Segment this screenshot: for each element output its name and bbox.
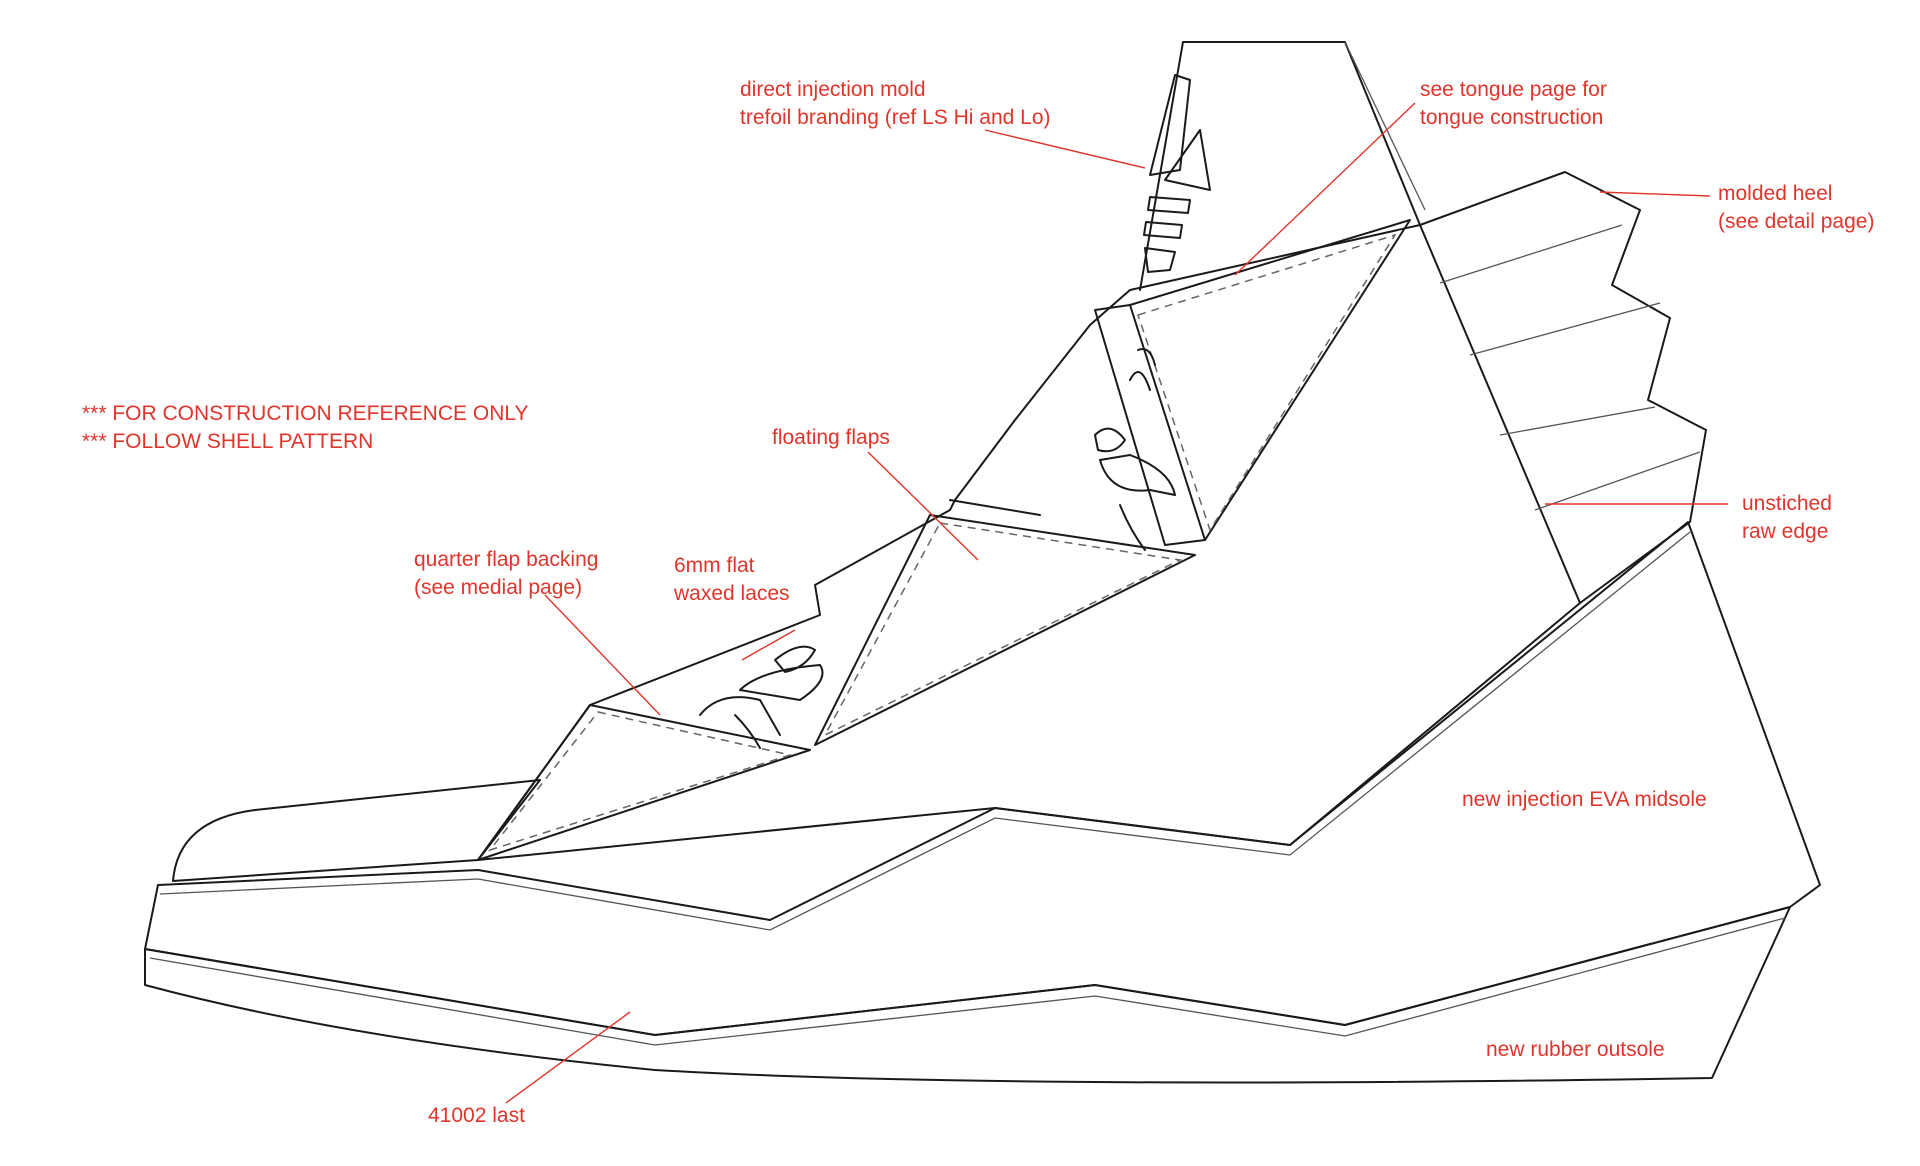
midsole	[144, 521, 1821, 1036]
floating-flap-middle	[814, 499, 1196, 746]
note-reference-only: *** FOR CONSTRUCTION REFERENCE ONLY	[82, 402, 529, 425]
callout-floating-flaps: floating flaps	[772, 424, 890, 452]
tongue	[1139, 41, 1426, 291]
callout-raw-edge-line2: raw edge	[1742, 520, 1829, 543]
callout-laces-line2: waxed laces	[674, 582, 790, 605]
callout-laces-line1: 6mm flat	[674, 554, 755, 577]
callout-direct-injection: direct injection mold trefoil branding (…	[740, 76, 1051, 132]
callout-quarter-flap-line1: quarter flap backing	[414, 548, 599, 571]
callout-direct-injection-line1: direct injection mold	[740, 78, 926, 101]
leader-lines	[505, 102, 1728, 1104]
callout-direct-injection-line2: trefoil branding (ref LS Hi and Lo)	[740, 106, 1051, 129]
callout-laces: 6mm flat waxed laces	[674, 552, 790, 608]
callout-outsole-line1: new rubber outsole	[1486, 1038, 1665, 1061]
note-follow-shell: *** FOLLOW SHELL PATTERN	[82, 430, 374, 453]
floating-flap-upper	[1094, 219, 1411, 546]
construction-notes: *** FOR CONSTRUCTION REFERENCE ONLY *** …	[82, 400, 529, 456]
callout-molded-heel: molded heel (see detail page)	[1718, 180, 1874, 236]
trefoil-branding	[1143, 74, 1211, 273]
callout-quarter-flap-line2: (see medial page)	[414, 576, 583, 599]
outsole	[144, 906, 1791, 1084]
upper-quarter	[477, 224, 1581, 861]
toe-cap	[172, 779, 541, 882]
callout-quarter-flap: quarter flap backing (see medial page)	[414, 546, 598, 602]
callout-molded-heel-line2: (see detail page)	[1718, 210, 1875, 233]
callout-midsole-line1: new injection EVA midsole	[1462, 788, 1707, 811]
callout-floating-flaps-line1: floating flaps	[772, 426, 890, 449]
callout-outsole: new rubber outsole	[1486, 1036, 1665, 1064]
callout-last-line1: 41002 last	[428, 1104, 525, 1127]
callout-midsole: new injection EVA midsole	[1462, 786, 1707, 814]
floating-flap-lower	[477, 704, 811, 861]
callout-raw-edge: unstiched raw edge	[1742, 490, 1832, 546]
callout-molded-heel-line1: molded heel	[1718, 182, 1833, 205]
heel-counter	[1419, 171, 1707, 604]
callout-last: 41002 last	[428, 1102, 525, 1130]
callout-raw-edge-line1: unstiched	[1742, 492, 1832, 515]
laces	[699, 348, 1176, 749]
callout-tongue-line1: see tongue page for	[1420, 78, 1607, 101]
callout-tongue-line2: tongue construction	[1420, 106, 1604, 129]
callout-tongue: see tongue page for tongue construction	[1420, 76, 1607, 132]
